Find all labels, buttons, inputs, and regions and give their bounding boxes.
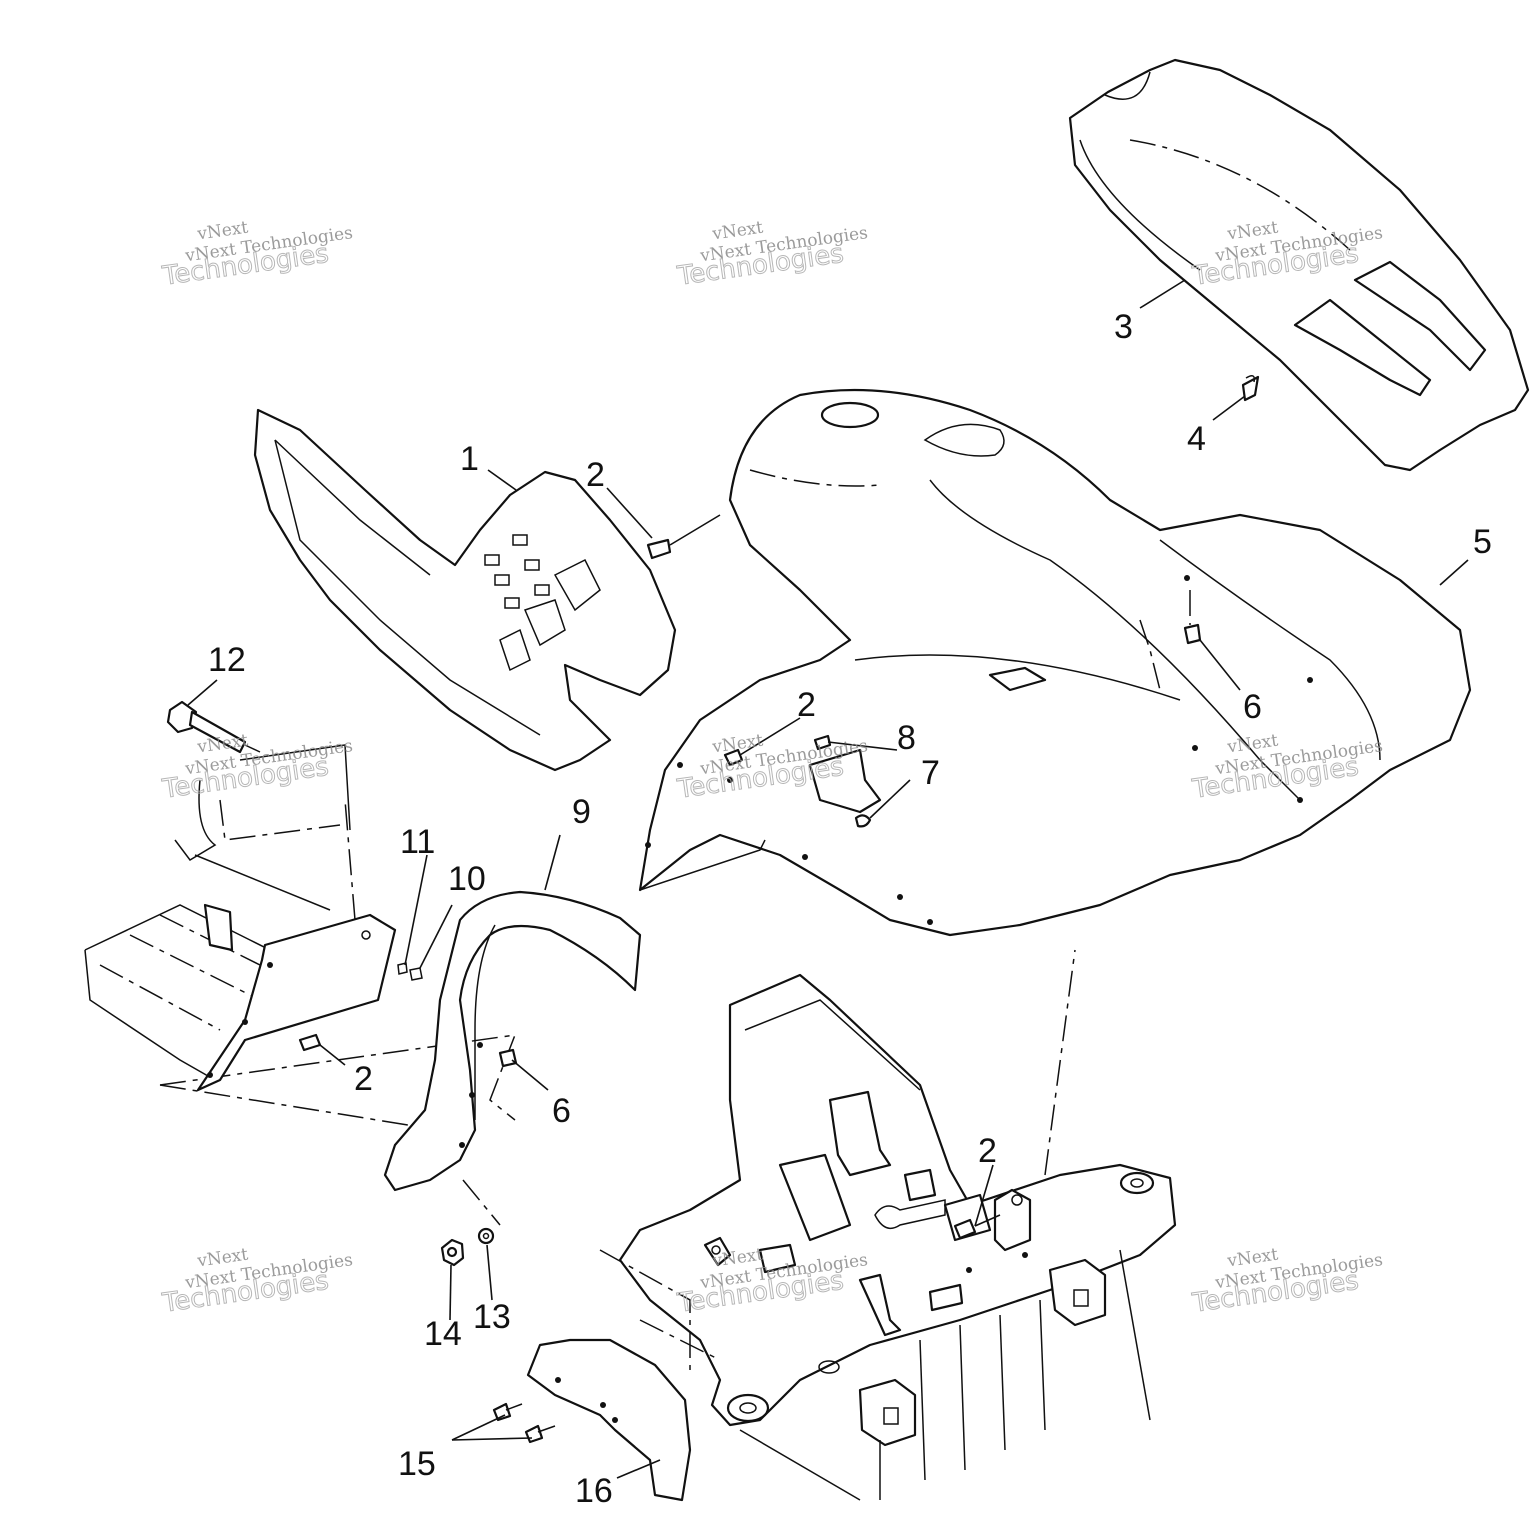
callout-2-frame: 2 — [978, 1132, 997, 1170]
callout-2-left: 2 — [354, 1060, 373, 1098]
nut-and-washer — [440, 1179, 501, 1267]
leader-lines — [187, 279, 1469, 1479]
watermark: vNext vNext Technologies Technologies — [674, 1245, 869, 1320]
callout-15: 15 — [398, 1445, 436, 1483]
callout-13: 13 — [473, 1298, 511, 1336]
callout-2-mid: 2 — [797, 686, 816, 724]
part-1-side-panel — [253, 408, 677, 772]
callout-1: 1 — [460, 440, 479, 478]
callout-12: 12 — [208, 641, 246, 679]
watermark: vNext vNext Technologies Technologies — [674, 218, 869, 293]
part-3-seat-cover — [1068, 58, 1530, 472]
watermark: vNext vNext Technologies Technologies — [159, 218, 354, 293]
part-12-bolt — [166, 700, 261, 754]
callout-6-left: 6 — [552, 1092, 571, 1130]
part-5-rear-fender — [638, 388, 1472, 937]
left-bracket — [196, 799, 423, 1092]
part-4-clip — [1241, 375, 1260, 402]
callout-6-right: 6 — [1243, 688, 1262, 726]
part-9-fender-flare — [383, 890, 642, 1192]
callout-8: 8 — [897, 719, 916, 757]
part-15-screws — [492, 1402, 556, 1444]
callout-7: 7 — [921, 754, 940, 792]
callout-2-upper: 2 — [586, 456, 605, 494]
part-16-guard — [526, 1338, 692, 1502]
callout-11: 11 — [400, 823, 435, 861]
callout-labels: 1 2 3 4 5 6 2 8 7 9 11 10 12 2 6 2 14 13… — [208, 308, 1492, 1510]
callout-3: 3 — [1114, 308, 1133, 346]
watermark: vNext vNext Technologies Technologies — [159, 1245, 354, 1320]
callout-4: 4 — [1187, 420, 1206, 458]
callout-10: 10 — [448, 860, 486, 898]
fender-fasteners — [723, 734, 872, 828]
callout-9: 9 — [572, 793, 591, 831]
part-2-screw-frame — [953, 1214, 1001, 1240]
part-2-screw-upper — [646, 514, 721, 560]
watermark: vNext vNext Technologies Technologies — [1189, 1245, 1384, 1320]
callout-14: 14 — [424, 1315, 462, 1353]
callout-16: 16 — [575, 1472, 613, 1510]
callout-5: 5 — [1473, 523, 1492, 561]
